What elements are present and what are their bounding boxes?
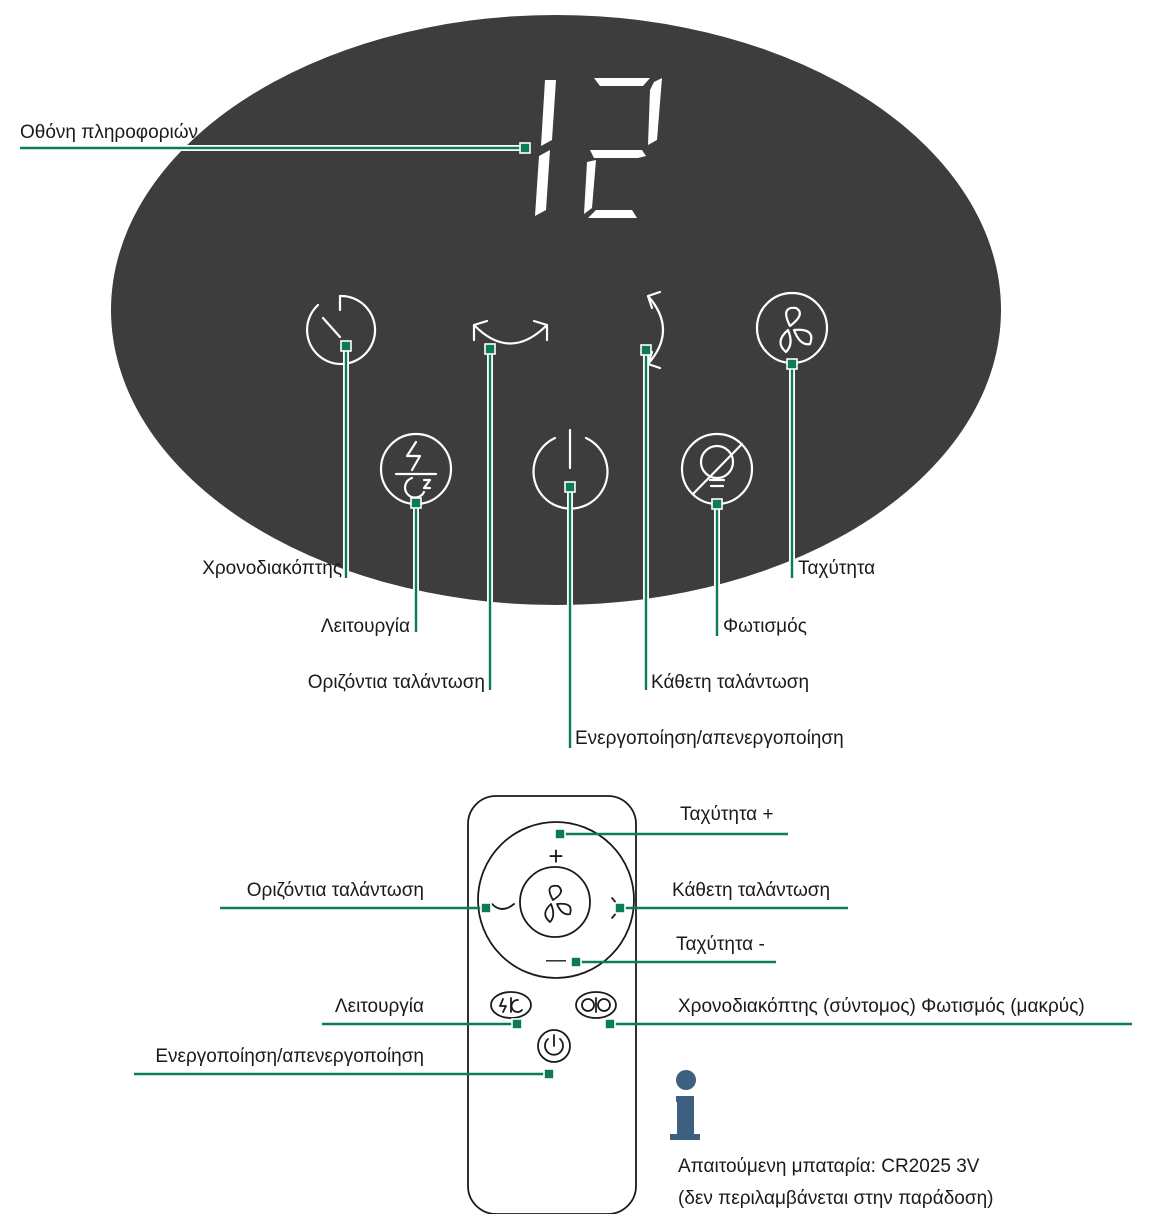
remote-mode-button[interactable]: [490, 991, 532, 1019]
remote-horizontal-swing-icon: [491, 903, 515, 910]
label-mode: Λειτουργία: [321, 616, 410, 637]
display-digit-two-e: [584, 160, 596, 214]
label-remote-timer-light: Χρονοδιακόπτης (σύντομος) Φωτισμός (μακρ…: [678, 996, 1085, 1017]
label-power: Ενεργοποίηση/απενεργοποίηση: [575, 728, 844, 749]
remote-body: [467, 795, 637, 1214]
remote-leader-lines: [134, 828, 1132, 1080]
remote-mode-icon: [499, 998, 507, 1013]
remote-plus-button[interactable]: +: [548, 841, 563, 871]
vertical-swing-icon: [646, 294, 665, 366]
label-light: Φωτισμός: [723, 616, 807, 637]
remote-fan-button[interactable]: [519, 866, 591, 938]
display-digit-two-a: [594, 78, 650, 86]
label-display: Οθόνη πληροφοριών: [20, 122, 198, 143]
label-horizontal-swing: Οριζόντια ταλάντωση: [308, 672, 485, 693]
label-remote-horizontal-swing: Οριζόντια ταλάντωση: [247, 880, 424, 901]
remote-minus-button[interactable]: —: [546, 949, 566, 971]
label-remote-speed-minus: Ταχύτητα -: [676, 934, 765, 955]
label-remote-vertical-swing: Κάθετη ταλάντωση: [672, 880, 830, 901]
remote-horizontal-swing-button[interactable]: [491, 903, 515, 910]
info-delivery-note: (δεν περιλαμβάνεται στην παράδοση): [678, 1188, 993, 1209]
label-remote-mode: Λειτουργία: [335, 996, 424, 1017]
label-remote-power: Ενεργοποίηση/απενεργοποίηση: [155, 1046, 424, 1067]
label-vertical-swing: Κάθετη ταλάντωση: [651, 672, 809, 693]
display-digit-two-g: [590, 150, 646, 158]
horizontal-swing-icon: [472, 323, 549, 345]
timer-icon: [305, 294, 377, 366]
remote-direction-ring[interactable]: [477, 821, 635, 979]
display-digit-two-b: [648, 78, 662, 145]
label-speed: Ταχύτητα: [798, 558, 875, 579]
label-remote-speed-plus: Ταχύτητα +: [680, 804, 774, 825]
remote-timer-icon: [581, 998, 595, 1012]
info-battery-line: Απαιτούμενη μπαταρία: CR2025 3V: [678, 1156, 980, 1177]
horizontal-swing-button[interactable]: [472, 319, 549, 345]
remote-timer-light-button[interactable]: [575, 991, 617, 1019]
remote-light-icon: [597, 998, 611, 1012]
display-digit-two-d: [588, 210, 637, 218]
control-panel-body: [111, 15, 1001, 605]
display-digit-one-bottom: [535, 150, 550, 216]
panel-leader-lines: [20, 142, 798, 748]
remote-control: + —: [467, 795, 637, 1214]
label-timer: Χρονοδιακόπτης: [202, 558, 342, 579]
display-digit-one-top: [541, 80, 556, 146]
remote-fan-icon: [544, 884, 572, 923]
remote-power-button[interactable]: [537, 1029, 571, 1063]
info-icon: [670, 1070, 700, 1140]
seven-segment-display: 12: [535, 78, 662, 218]
remote-power-icon: [544, 1038, 564, 1056]
timer-button[interactable]: [305, 294, 377, 366]
